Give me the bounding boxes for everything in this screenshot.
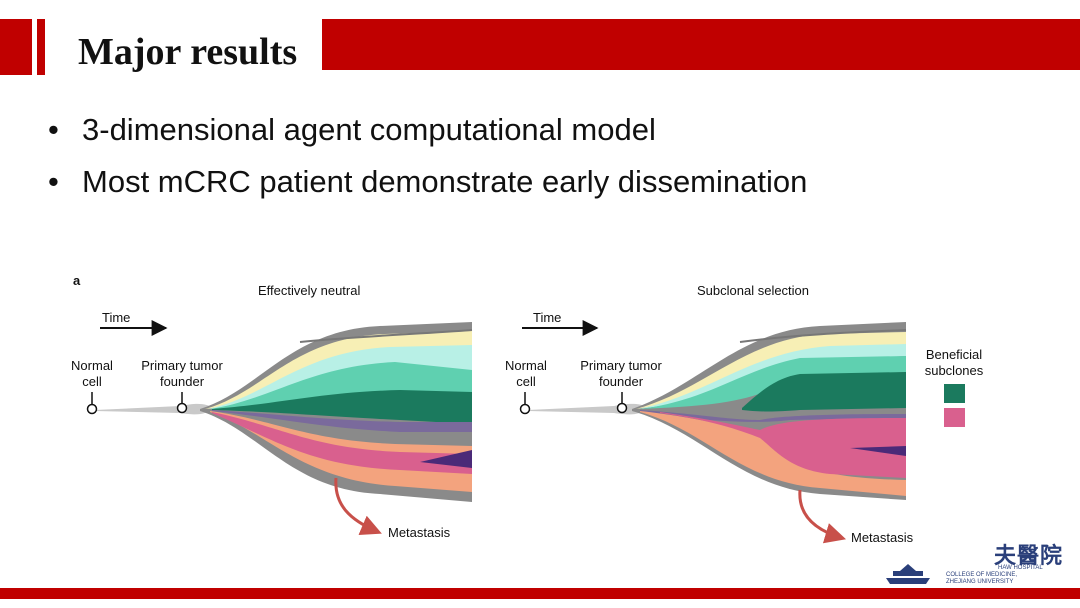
neutral-metastasis-label: Metastasis: [388, 525, 451, 540]
purple-band: [212, 410, 472, 432]
stem-grey: [95, 403, 215, 415]
neutral-title: Effectively neutral: [258, 283, 361, 298]
selection-time-label: Time: [533, 310, 562, 325]
founder-node: [176, 402, 188, 414]
selection-metastasis-label: Metastasis: [851, 530, 914, 545]
orange-band: [640, 411, 906, 496]
teal-dark-band: [742, 372, 906, 412]
grey-inner-line: [299, 329, 473, 343]
founder-node: [616, 402, 628, 414]
footer-bar: [0, 588, 1080, 599]
purple-wedge: [850, 446, 906, 456]
selection-normal-cell-label: Normal cell: [496, 358, 556, 390]
bullet-item: • 3-dimensional agent computational model: [48, 108, 807, 160]
purple-wedge: [420, 450, 472, 468]
teal-light-band: [640, 356, 906, 409]
metastasis-arrow: [334, 477, 382, 536]
logo-line3: ZHEJIANG UNIVERSITY: [946, 579, 1014, 585]
bullet-dot: •: [48, 112, 59, 147]
hospital-emblem: [886, 564, 930, 584]
header-bar-right: [322, 19, 1080, 70]
normal-cell-line1: Normal: [71, 358, 113, 373]
bullet-text: 3-dimensional agent computational model: [82, 112, 656, 147]
normal-cell-line2: cell: [516, 374, 536, 389]
metastasis-arrow: [798, 489, 847, 544]
bullet-text: Most mCRC patient demonstrate early diss…: [82, 164, 808, 199]
founder-line2: founder: [598, 374, 644, 389]
teal-dark-band: [212, 390, 472, 424]
pink-band: [660, 412, 906, 478]
legend-swatch-pink: [944, 408, 965, 427]
header-bar-left-block: [0, 19, 32, 75]
bullet-item: • Most mCRC patient demonstrate early dis…: [48, 160, 807, 212]
normal-cell-line2: cell: [82, 374, 102, 389]
legend-title: Beneficial subclones: [914, 347, 994, 379]
hospital-logo-chinese: 夫醫院: [994, 543, 1064, 569]
normal-cell-node: [519, 403, 531, 415]
selection-fish-plot: [519, 320, 907, 544]
normal-cell-node: [86, 403, 98, 415]
logo-line2: COLLEGE OF MEDICINE,: [946, 572, 1018, 578]
grey-inner-line: [739, 329, 907, 343]
legend-title-line2: subclones: [924, 363, 984, 378]
founder-line1: Primary tumor: [141, 358, 223, 373]
logo-line1: HAW HOSPITAL: [998, 565, 1043, 571]
legend-swatch-teal: [944, 384, 965, 403]
bullet-dot: •: [48, 164, 59, 199]
panel-label: a: [73, 273, 81, 288]
founder-line1: Primary tumor: [580, 358, 662, 373]
bullet-list: • 3-dimensional agent computational model…: [48, 108, 807, 212]
stem-grey: [528, 403, 650, 415]
selection-title: Subclonal selection: [697, 283, 810, 298]
legend-title-line1: Beneficial: [925, 347, 983, 362]
hospital-logo-text: HAW HOSPITAL COLLEGE OF MEDICINE, ZHEJIA…: [946, 565, 1043, 586]
neutral-time-label: Time: [102, 310, 131, 325]
normal-cell-line1: Normal: [505, 358, 547, 373]
pink-band: [212, 412, 472, 474]
neutral-fish-plot: [86, 320, 473, 536]
neutral-normal-cell-label: Normal cell: [62, 358, 122, 390]
selection-founder-label: Primary tumor founder: [571, 358, 671, 390]
neutral-founder-label: Primary tumor founder: [132, 358, 232, 390]
founder-line2: founder: [159, 374, 205, 389]
slide-title: Major results: [78, 31, 298, 73]
header-bar-left-stripe: [37, 19, 45, 75]
